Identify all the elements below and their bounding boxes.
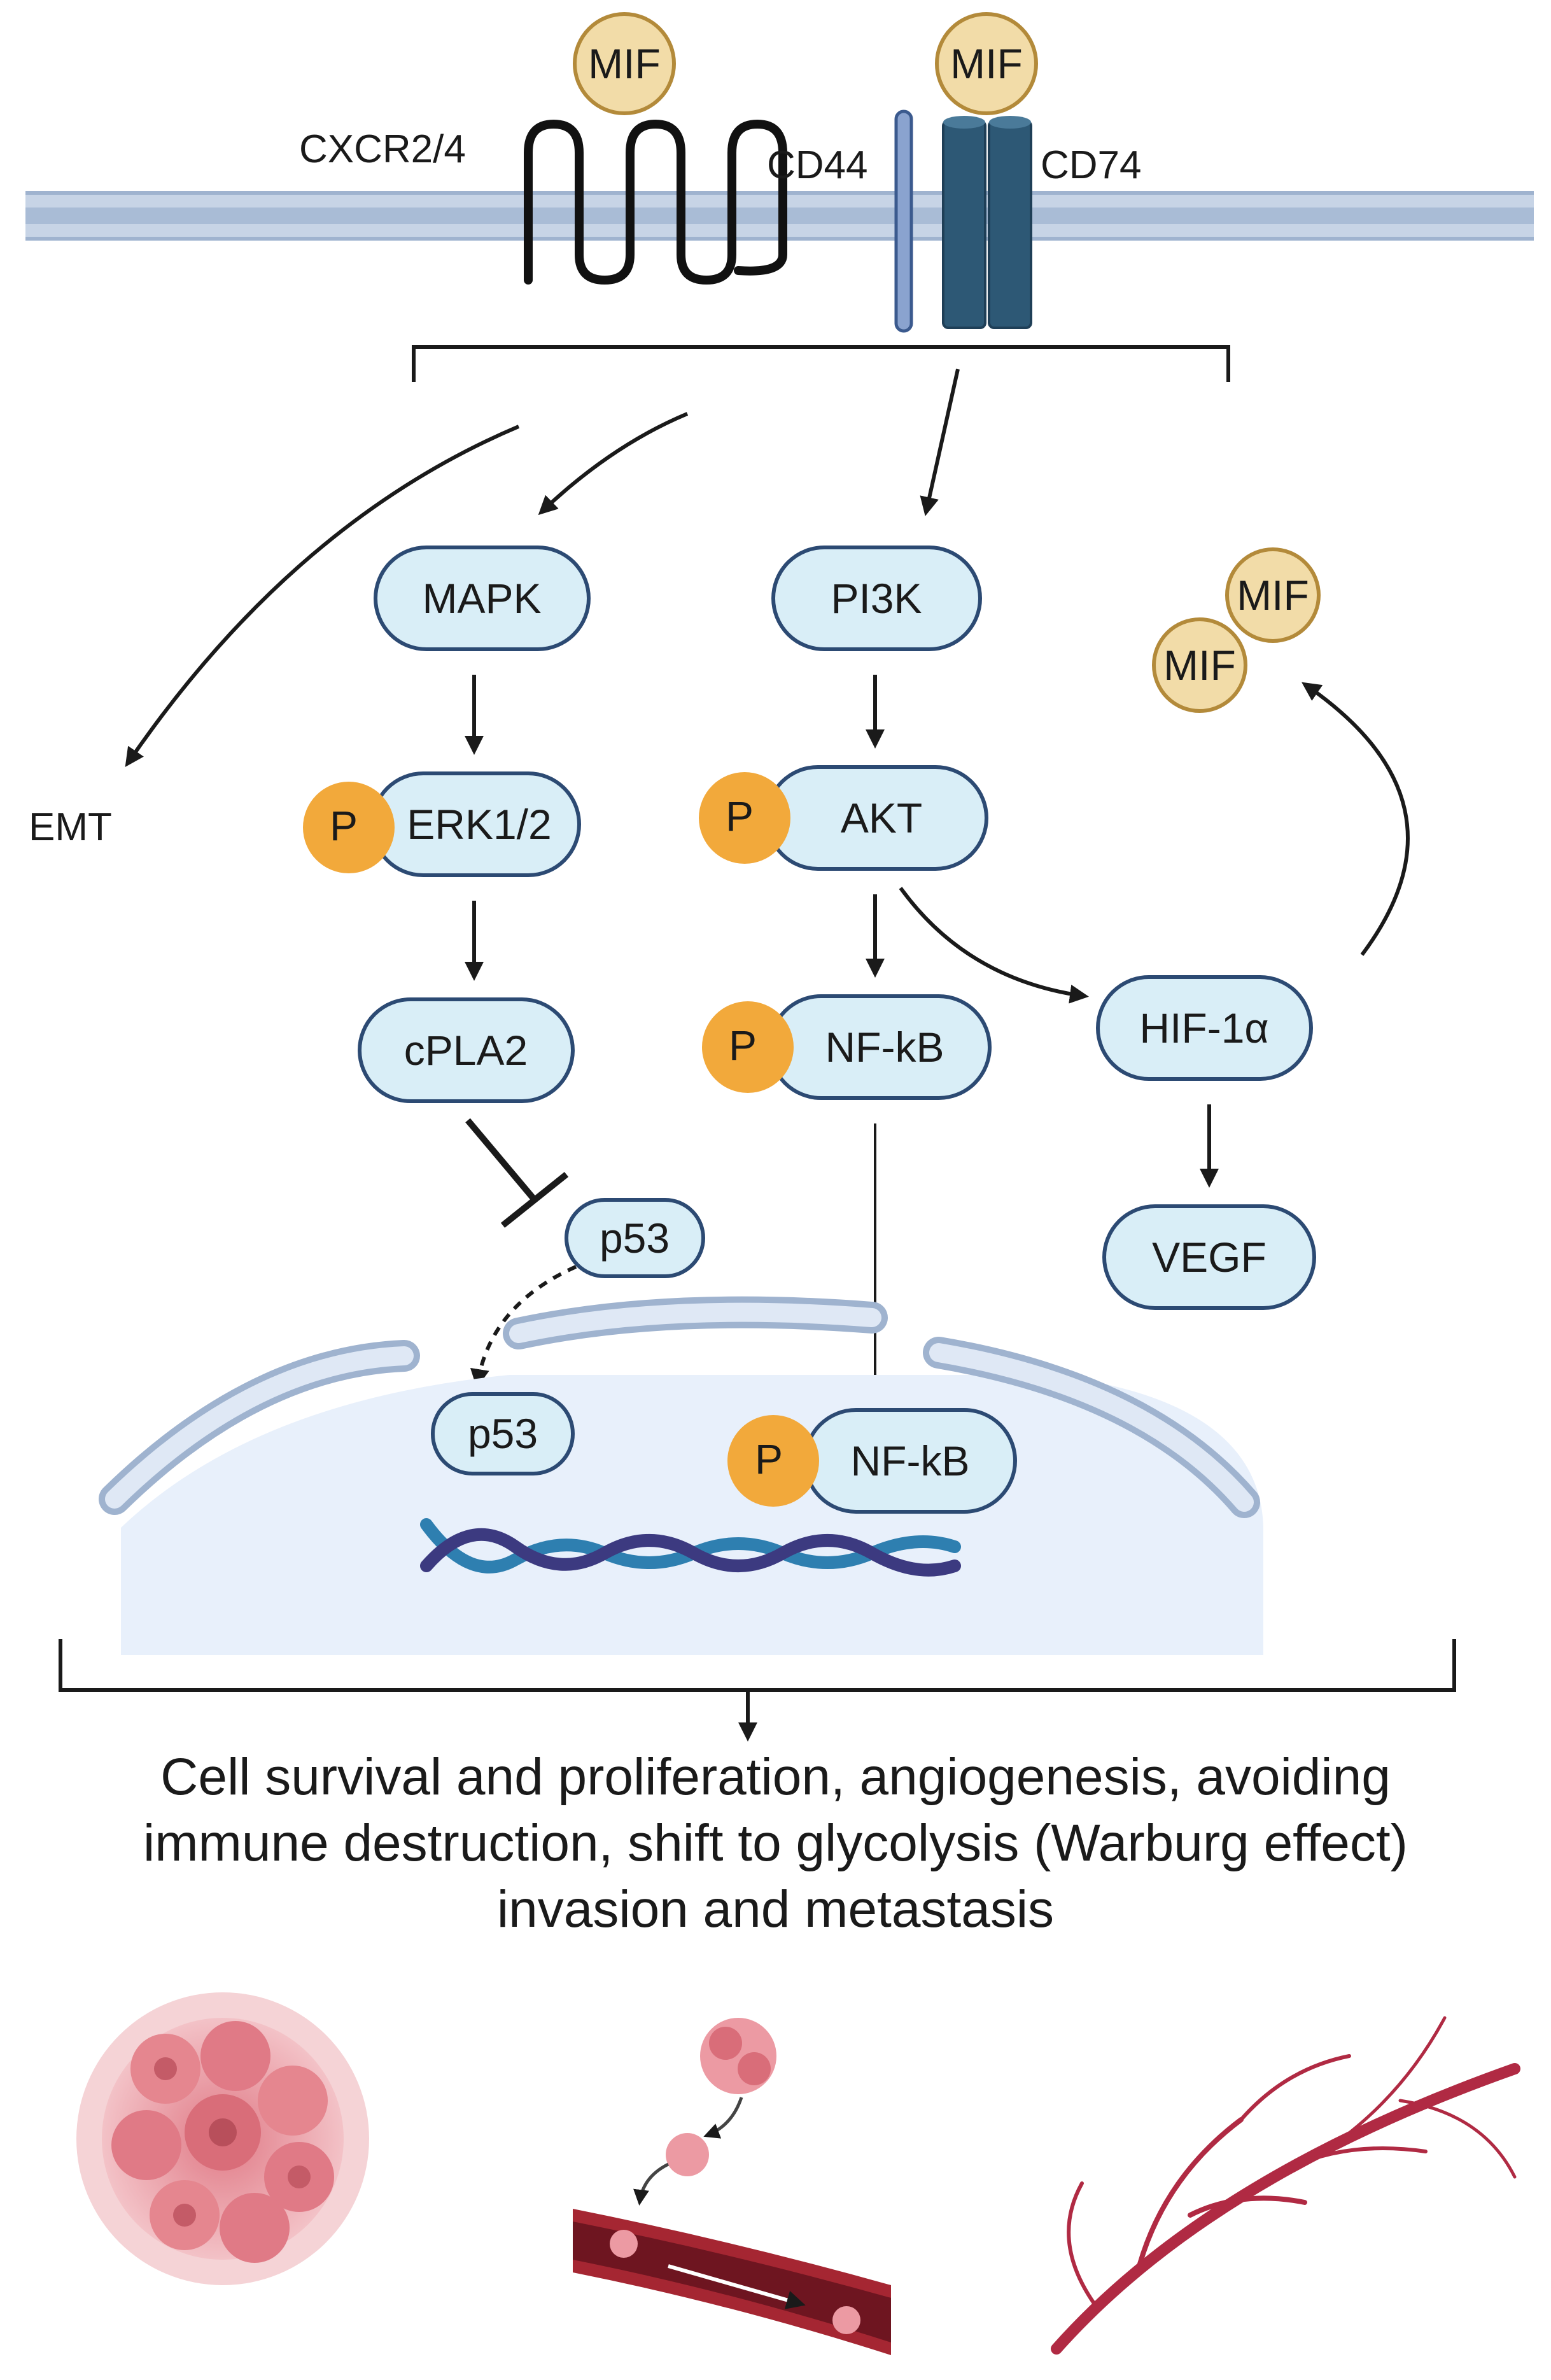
p53-cytoplasm-node: p53 — [565, 1198, 705, 1278]
hif-node: HIF-1α — [1096, 975, 1313, 1081]
tumor-cluster-icon — [76, 1992, 369, 2285]
mapk-node: MAPK — [374, 546, 591, 651]
outcome-line-2: immune destruction, shift to glycolysis … — [143, 1814, 1408, 1872]
inhibition-bar — [500, 1172, 569, 1228]
svg-text:MAPK: MAPK — [422, 575, 541, 622]
inhibition-cpla2-p53 — [465, 1118, 537, 1202]
outcome-line-1: Cell survival and proliferation, angioge… — [160, 1748, 1391, 1806]
cpla2-node: cPLA2 — [358, 997, 575, 1103]
mif-secreted-2: MIF — [1152, 617, 1247, 713]
svg-text:AKT: AKT — [841, 794, 922, 841]
svg-text:cPLA2: cPLA2 — [404, 1027, 528, 1074]
cd74-receptor-icon — [942, 116, 1032, 329]
svg-text:HIF-1α: HIF-1α — [1139, 1004, 1268, 1052]
dna-helix-icon — [420, 1518, 961, 1577]
svg-text:MIF: MIF — [1237, 572, 1309, 619]
vegf-node: VEGF — [1102, 1204, 1316, 1310]
cd44-label: CD44 — [767, 143, 868, 187]
svg-text:MIF: MIF — [950, 40, 1023, 87]
svg-text:VEGF: VEGF — [1152, 1234, 1267, 1281]
svg-text:p53: p53 — [468, 1410, 538, 1457]
arrow-p53-translocation — [470, 1265, 577, 1388]
mif-secreted-1: MIF — [1225, 547, 1321, 643]
arrow-akt-hif — [899, 887, 1089, 1004]
cxcr-label: CXCR2/4 — [299, 127, 466, 171]
svg-text:P: P — [726, 792, 754, 840]
angiogenesis-vessel-icon — [1051, 2016, 1520, 2355]
arrow-hif-mif-secretion — [1302, 682, 1410, 956]
svg-text:P: P — [330, 802, 358, 849]
nucleus — [99, 1296, 1263, 1655]
outcome-text: Cell survival and proliferation, angioge… — [0, 1744, 1551, 1943]
cxcr-receptor-icon — [524, 119, 787, 285]
cd44-receptor-icon — [894, 109, 913, 333]
svg-text:MIF: MIF — [1163, 642, 1236, 689]
metastasis-vessel-icon — [573, 2018, 891, 2355]
arrow-to-pi3k — [920, 369, 960, 516]
svg-text:MIF: MIF — [588, 40, 661, 87]
svg-text:ERK1/2: ERK1/2 — [407, 801, 551, 848]
mif-ligand-cd74: MIF — [935, 12, 1038, 115]
pi3k-node: PI3K — [771, 546, 982, 651]
arrow-to-mapk — [538, 412, 689, 516]
outcome-bracket — [59, 1639, 1456, 1692]
erk-node: P ERK1/2 — [303, 771, 581, 877]
svg-text:p53: p53 — [600, 1215, 670, 1262]
emt-label: EMT — [29, 805, 112, 849]
cd74-label: CD74 — [1041, 143, 1142, 187]
nfkb-cytoplasm-node: P NF-kB — [702, 994, 992, 1100]
svg-text:PI3K: PI3K — [831, 575, 922, 622]
p53-nucleus-node: p53 — [431, 1392, 575, 1475]
svg-text:P: P — [729, 1022, 757, 1069]
svg-text:NF-kB: NF-kB — [825, 1024, 944, 1071]
nfkb-nucleus-node: P NF-kB — [727, 1408, 1017, 1514]
arrow-to-emt — [125, 425, 520, 767]
receptor-bracket — [412, 345, 1230, 382]
akt-node: P AKT — [699, 765, 988, 871]
outcome-line-3: invasion and metastasis — [496, 1880, 1055, 1938]
svg-text:NF-kB: NF-kB — [851, 1437, 970, 1484]
svg-text:P: P — [755, 1435, 783, 1482]
mif-ligand-cxcr: MIF — [573, 12, 676, 115]
